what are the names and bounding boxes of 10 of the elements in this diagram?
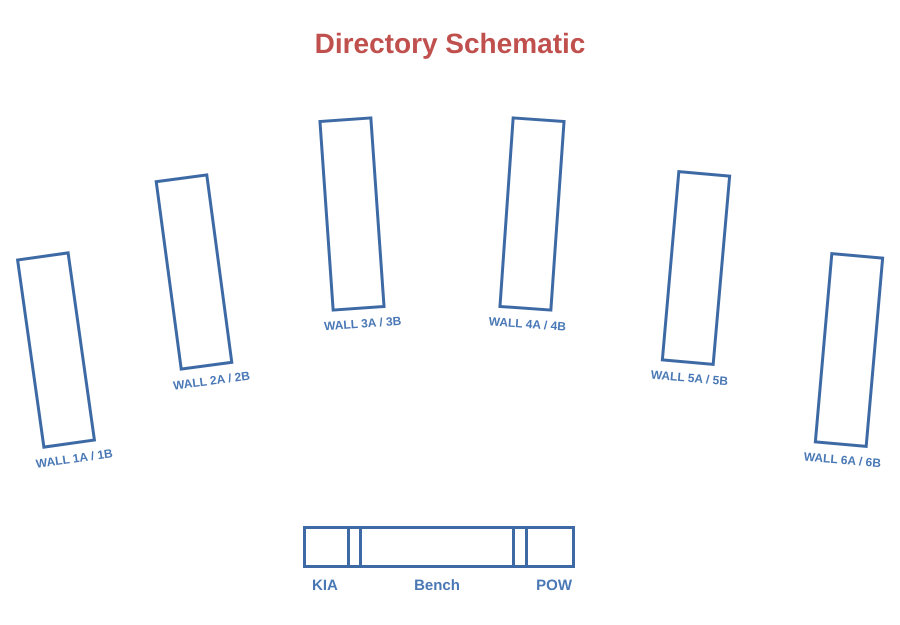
bench-label: Bench (414, 577, 460, 594)
bench-label: KIA (312, 577, 338, 594)
wall-label: WALL 1A / 1B (35, 446, 114, 471)
wall-label: WALL 6A / 6B (803, 450, 882, 470)
wall-label: WALL 5A / 5B (650, 368, 729, 388)
wall-label: WALL 3A / 3B (324, 314, 402, 334)
wall-label: WALL 4A / 4B (488, 314, 566, 334)
bench-label: POW (536, 577, 572, 594)
wall-label: WALL 2A / 2B (172, 368, 251, 393)
diagram-title: Directory Schematic (314, 28, 586, 60)
